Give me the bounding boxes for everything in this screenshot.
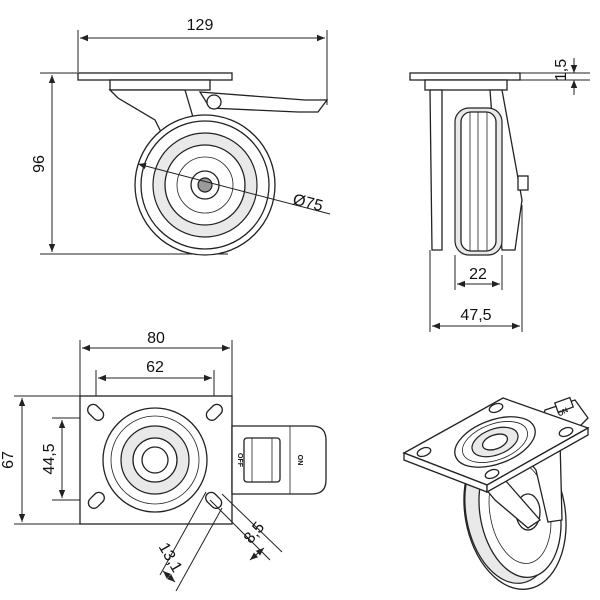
mounting-hole xyxy=(205,491,223,509)
top-swivel-rings xyxy=(102,407,208,513)
dimension-plate-height: 67 xyxy=(0,395,80,525)
front-axle-nut xyxy=(517,175,529,191)
dim-label-129: 129 xyxy=(187,17,214,34)
side-brake-pivot xyxy=(206,94,222,110)
dim-label-67: 67 xyxy=(0,451,17,469)
side-view: 129 96 Ø75 xyxy=(31,17,331,256)
iso-swivel-rings xyxy=(454,416,536,468)
iso-plate-edge-side xyxy=(486,426,589,494)
dim-label-22: 22 xyxy=(469,266,487,283)
side-wheel xyxy=(134,114,276,256)
dimension-wheel-width: 22 xyxy=(454,255,503,290)
dim-label-47-5: 47,5 xyxy=(460,307,491,324)
brake-label-on: ON xyxy=(296,455,303,466)
side-swivel-head xyxy=(109,79,211,91)
top-brake-housing: OFF ON xyxy=(231,425,327,495)
iso-mounting-hole xyxy=(416,446,432,458)
dim-label-62: 62 xyxy=(146,359,164,376)
front-fork-left xyxy=(429,89,443,251)
iso-mounting-hole xyxy=(488,402,504,414)
dim-label-diameter: Ø75 xyxy=(291,191,325,215)
mounting-hole xyxy=(87,403,105,421)
dim-label-96: 96 xyxy=(31,155,48,173)
dim-label-13-1: 13,1 xyxy=(155,540,185,576)
side-top-plate xyxy=(77,72,233,81)
isometric-view: ON xyxy=(402,396,590,590)
dimension-plate-thickness: 1,5 xyxy=(520,58,590,95)
brake-label-off: OFF xyxy=(236,453,243,468)
iso-mounting-hole xyxy=(484,468,500,480)
dimension-plate-width: 80 xyxy=(79,330,233,396)
dim-label-8-5: 8,5 xyxy=(241,519,268,547)
mounting-hole xyxy=(205,403,223,421)
mounting-holes xyxy=(87,403,223,509)
dim-label-80: 80 xyxy=(147,330,165,347)
iso-brake-label-on: ON xyxy=(557,407,570,418)
front-top-plate xyxy=(409,72,521,81)
front-swivel-head xyxy=(424,79,508,91)
dim-label-44-5: 44,5 xyxy=(41,443,58,474)
dimension-wheel-diameter: Ø75 xyxy=(137,162,331,215)
dim-label-1-5: 1,5 xyxy=(553,59,570,81)
front-view: 1,5 22 47,5 xyxy=(409,58,590,332)
dimension-overall-width: 129 xyxy=(77,17,328,105)
iso-mounting-hole xyxy=(558,426,574,438)
top-view: 80 62 67 44,5 xyxy=(0,330,327,592)
mounting-hole xyxy=(87,491,105,509)
dimension-fork-width: 47,5 xyxy=(429,205,523,332)
front-wheel xyxy=(454,107,503,256)
